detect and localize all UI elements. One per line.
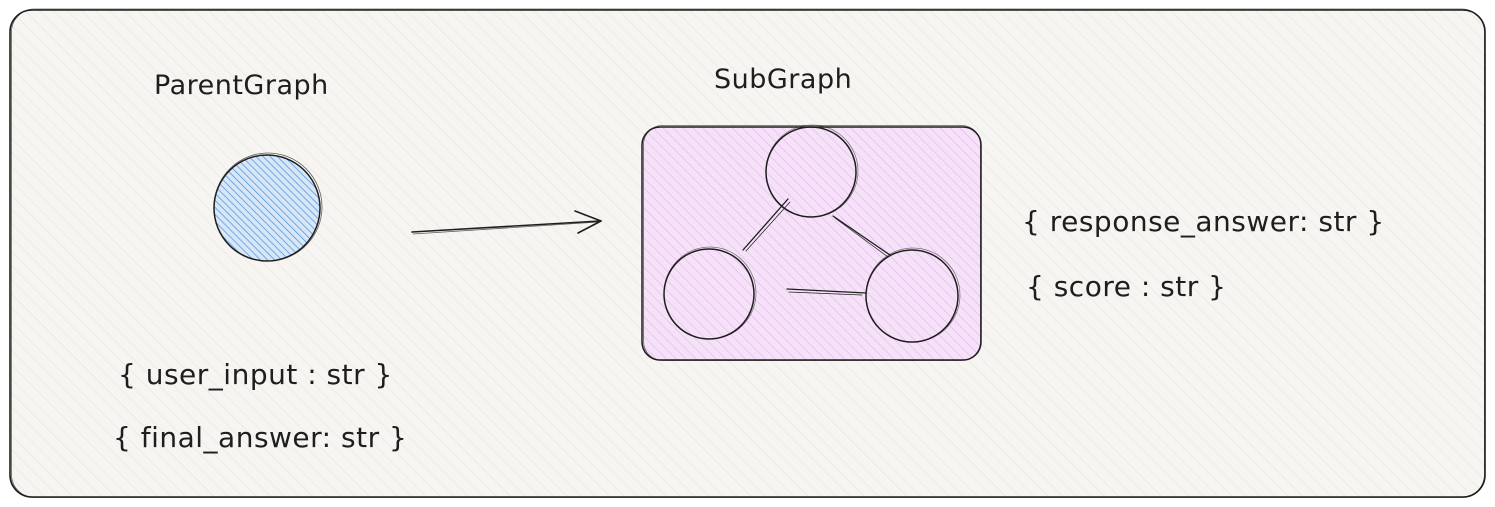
parent-graph-title: ParentGraph [154,70,329,101]
parent-schema-user-input: { user_input : str } [118,358,393,391]
edge-top-left [742,198,789,251]
subgraph-node-top [765,124,859,218]
subgraph-box [641,125,982,361]
edge-left-right [786,288,867,294]
arrow-parent-to-subgraph [411,210,602,235]
edge-top-right [832,215,891,256]
subgraph-schema-score: { score : str } [1026,270,1227,303]
subgraph-title: SubGraph [714,64,853,95]
parent-schema-final-answer: { final_answer: str } [113,421,408,454]
subgraph-schema-response-answer: { response_answer: str } [1022,205,1385,238]
subgraph-node-right [865,247,961,343]
parent-node [213,152,323,262]
subgraph-edges [742,198,891,296]
subgraph-node-left [663,246,757,340]
